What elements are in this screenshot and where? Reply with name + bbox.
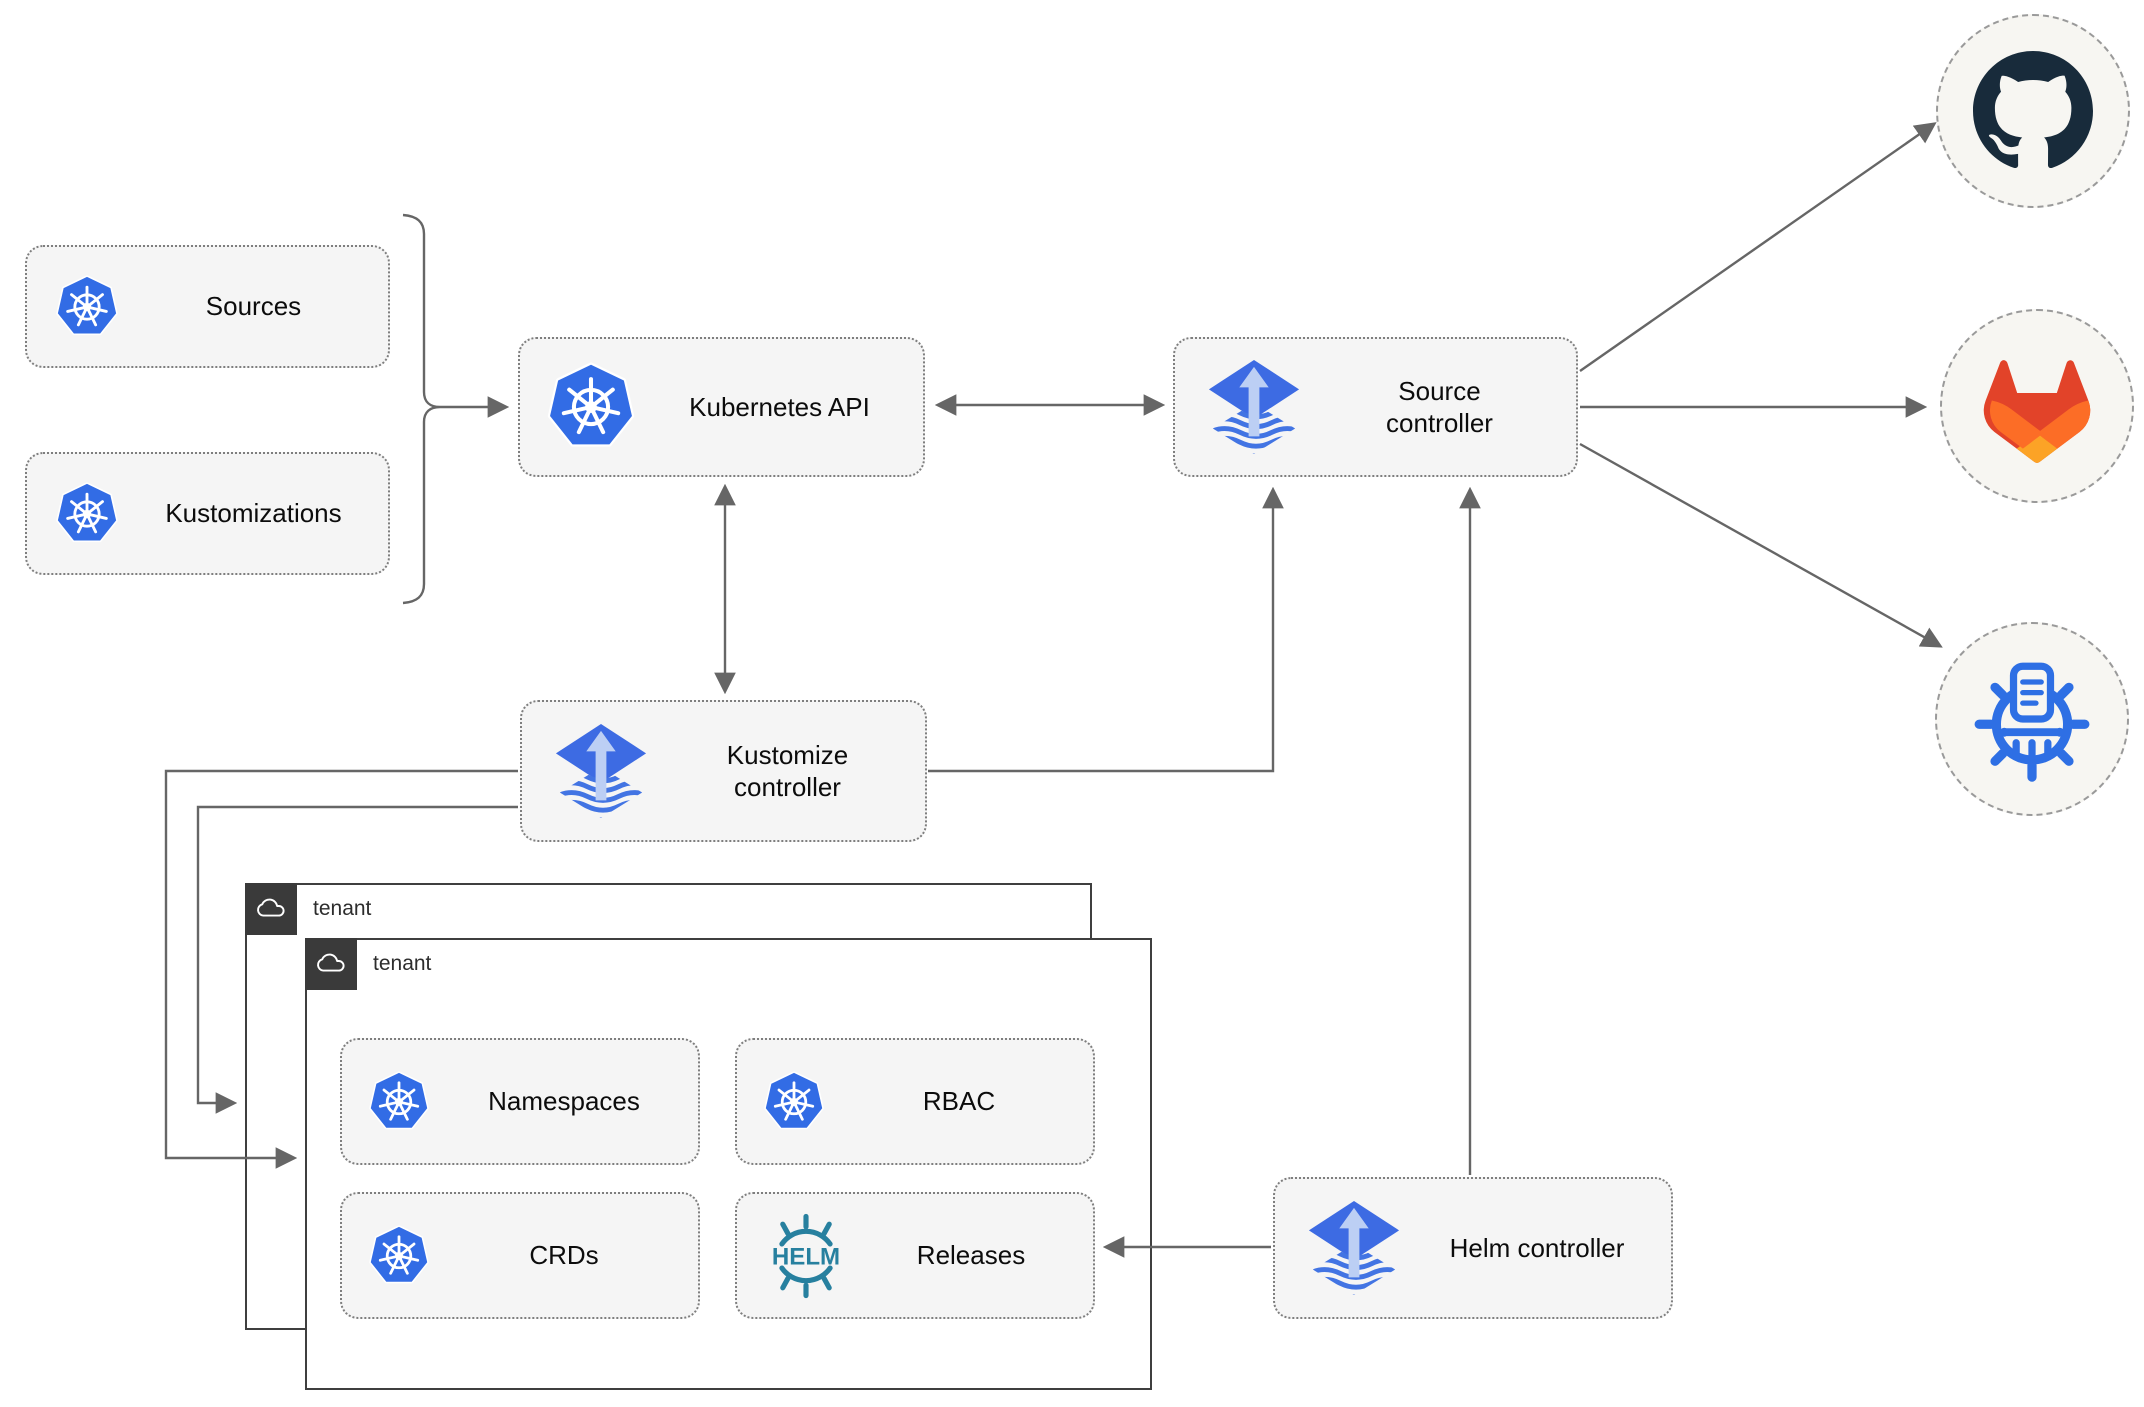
node-crds: CRDs <box>340 1192 700 1319</box>
edge-sourcectrl-to-chartmuseum <box>1579 442 1943 648</box>
node-label: Kustomize controller <box>726 739 849 803</box>
helm-icon: HELM <box>763 1213 849 1299</box>
node-rbac: RBAC <box>735 1038 1095 1165</box>
tenant-badge <box>245 883 297 935</box>
tenant-label: tenant <box>373 952 432 975</box>
cloud-icon <box>317 953 345 972</box>
node-label: Namespaces <box>488 1086 640 1117</box>
kubernetes-icon <box>546 362 636 452</box>
flux-icon <box>1305 1192 1403 1304</box>
node-helm-controller: Helm controller <box>1273 1177 1673 1319</box>
node-kustomizations: Kustomizations <box>25 452 390 575</box>
node-label: RBAC <box>922 1086 996 1117</box>
node-kubernetes-api: Kubernetes API <box>518 337 925 477</box>
gitlab-icon <box>1983 360 2091 463</box>
flux-icon <box>1205 351 1303 463</box>
node-label: Releases <box>916 1240 1026 1271</box>
flux-icon <box>552 715 650 827</box>
tenant-badge <box>305 938 357 990</box>
github-icon <box>1973 51 2093 169</box>
node-source-controller: Source controller <box>1173 337 1578 477</box>
tenant-label: tenant <box>313 897 372 920</box>
node-kustomize-controller: Kustomize controller <box>520 700 927 842</box>
node-namespaces: Namespaces <box>340 1038 700 1165</box>
node-label: Sources <box>205 291 302 322</box>
node-sources: Sources <box>25 245 390 368</box>
kubernetes-icon <box>55 275 119 339</box>
node-label: Kustomizations <box>165 498 342 529</box>
node-label: Kubernetes API <box>689 391 870 422</box>
kubernetes-icon <box>763 1071 825 1133</box>
kubernetes-icon <box>55 482 119 546</box>
bracket-sources-group <box>402 213 441 605</box>
kubernetes-icon <box>368 1071 430 1133</box>
edge-kustomize-to-sourcectrl <box>928 486 1284 773</box>
node-label: Source controller <box>1386 375 1493 439</box>
chartmuseum-icon <box>1974 662 2090 782</box>
node-releases: HELM Releases <box>735 1192 1095 1319</box>
external-gitlab <box>1940 309 2134 503</box>
kubernetes-icon <box>368 1225 430 1287</box>
helm-logo-text: HELM <box>772 1243 840 1270</box>
external-chartmuseum <box>1935 622 2129 816</box>
edge-sourcectrl-to-github <box>1579 122 1937 372</box>
node-label: Helm controller <box>1449 1232 1625 1263</box>
external-github <box>1936 14 2130 208</box>
cloud-icon <box>257 898 285 917</box>
node-label: CRDs <box>529 1240 599 1271</box>
